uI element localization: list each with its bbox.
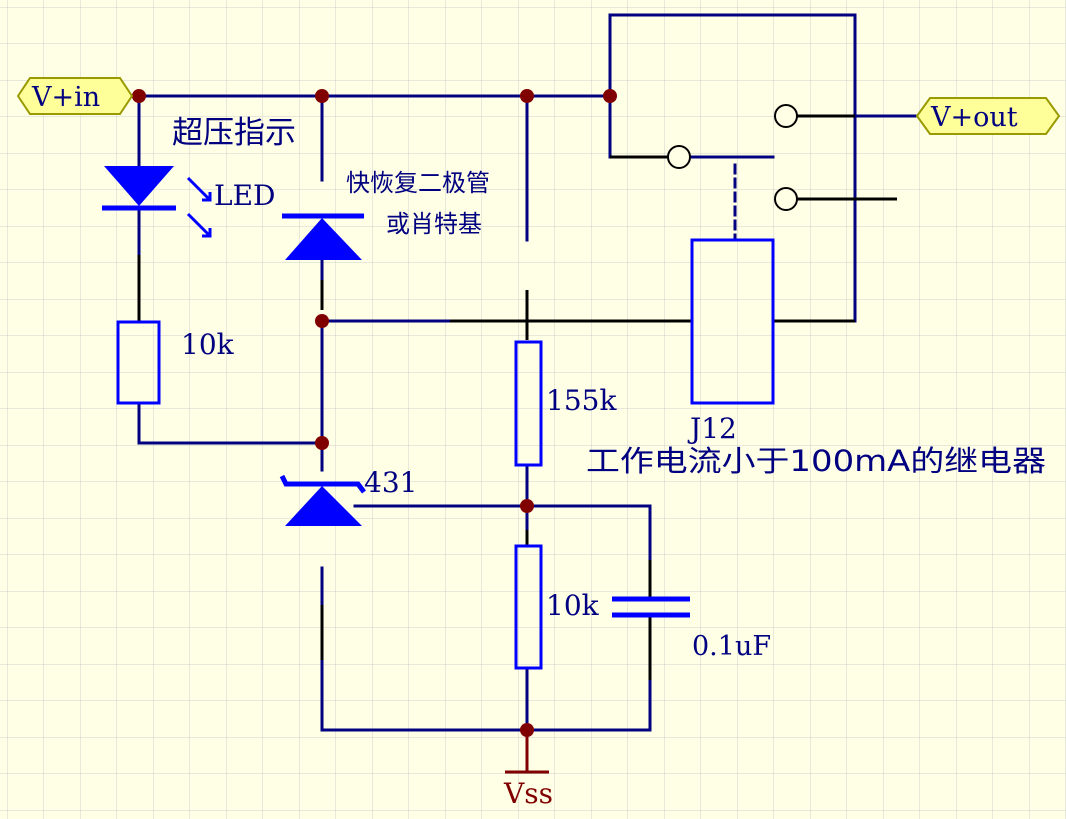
wires-black [137,114,897,680]
port-output: V+out [915,97,1061,135]
contact-common [667,145,691,169]
junction [315,314,329,328]
label-resistor-bottom: 10k [546,589,600,622]
label-led: LED [214,179,275,212]
port-input: V+in [16,77,134,115]
label-relay-note: 工作电流小于100mA的继电器 [586,444,1046,478]
label-resistor-155k: 155k [546,384,617,417]
junction [520,723,534,737]
regulator-431-symbol [279,474,366,526]
relay-contacts [667,104,798,211]
port-input-label: V+in [31,82,100,113]
relay-coil [690,238,775,405]
label-resistor-led: 10k [181,328,235,361]
capacitor-symbol [612,596,690,618]
resistor-bottom-10k [514,544,543,670]
led-symbol [102,166,212,238]
contact-no [774,104,798,128]
label-ground: Vss [503,777,553,810]
label-led-indicator: 超压指示 [172,115,296,151]
label-diode-line2: 或肖特基 [386,210,482,238]
junction [520,499,534,513]
label-regulator: 431 [364,466,417,499]
junction [315,89,329,103]
resistor-led-10k [116,320,161,405]
label-relay-ref: J12 [687,412,737,445]
contact-nc [774,187,798,211]
diode-symbol [282,213,364,260]
resistor-155k [514,340,543,467]
label-capacitor: 0.1uF [692,631,771,662]
junction [603,89,617,103]
junction [132,89,146,103]
port-output-label: V+out [930,102,1018,133]
junction [315,436,329,450]
junction [520,89,534,103]
label-diode-line1: 快恢复二极管 [346,169,490,197]
junctions [132,89,617,737]
